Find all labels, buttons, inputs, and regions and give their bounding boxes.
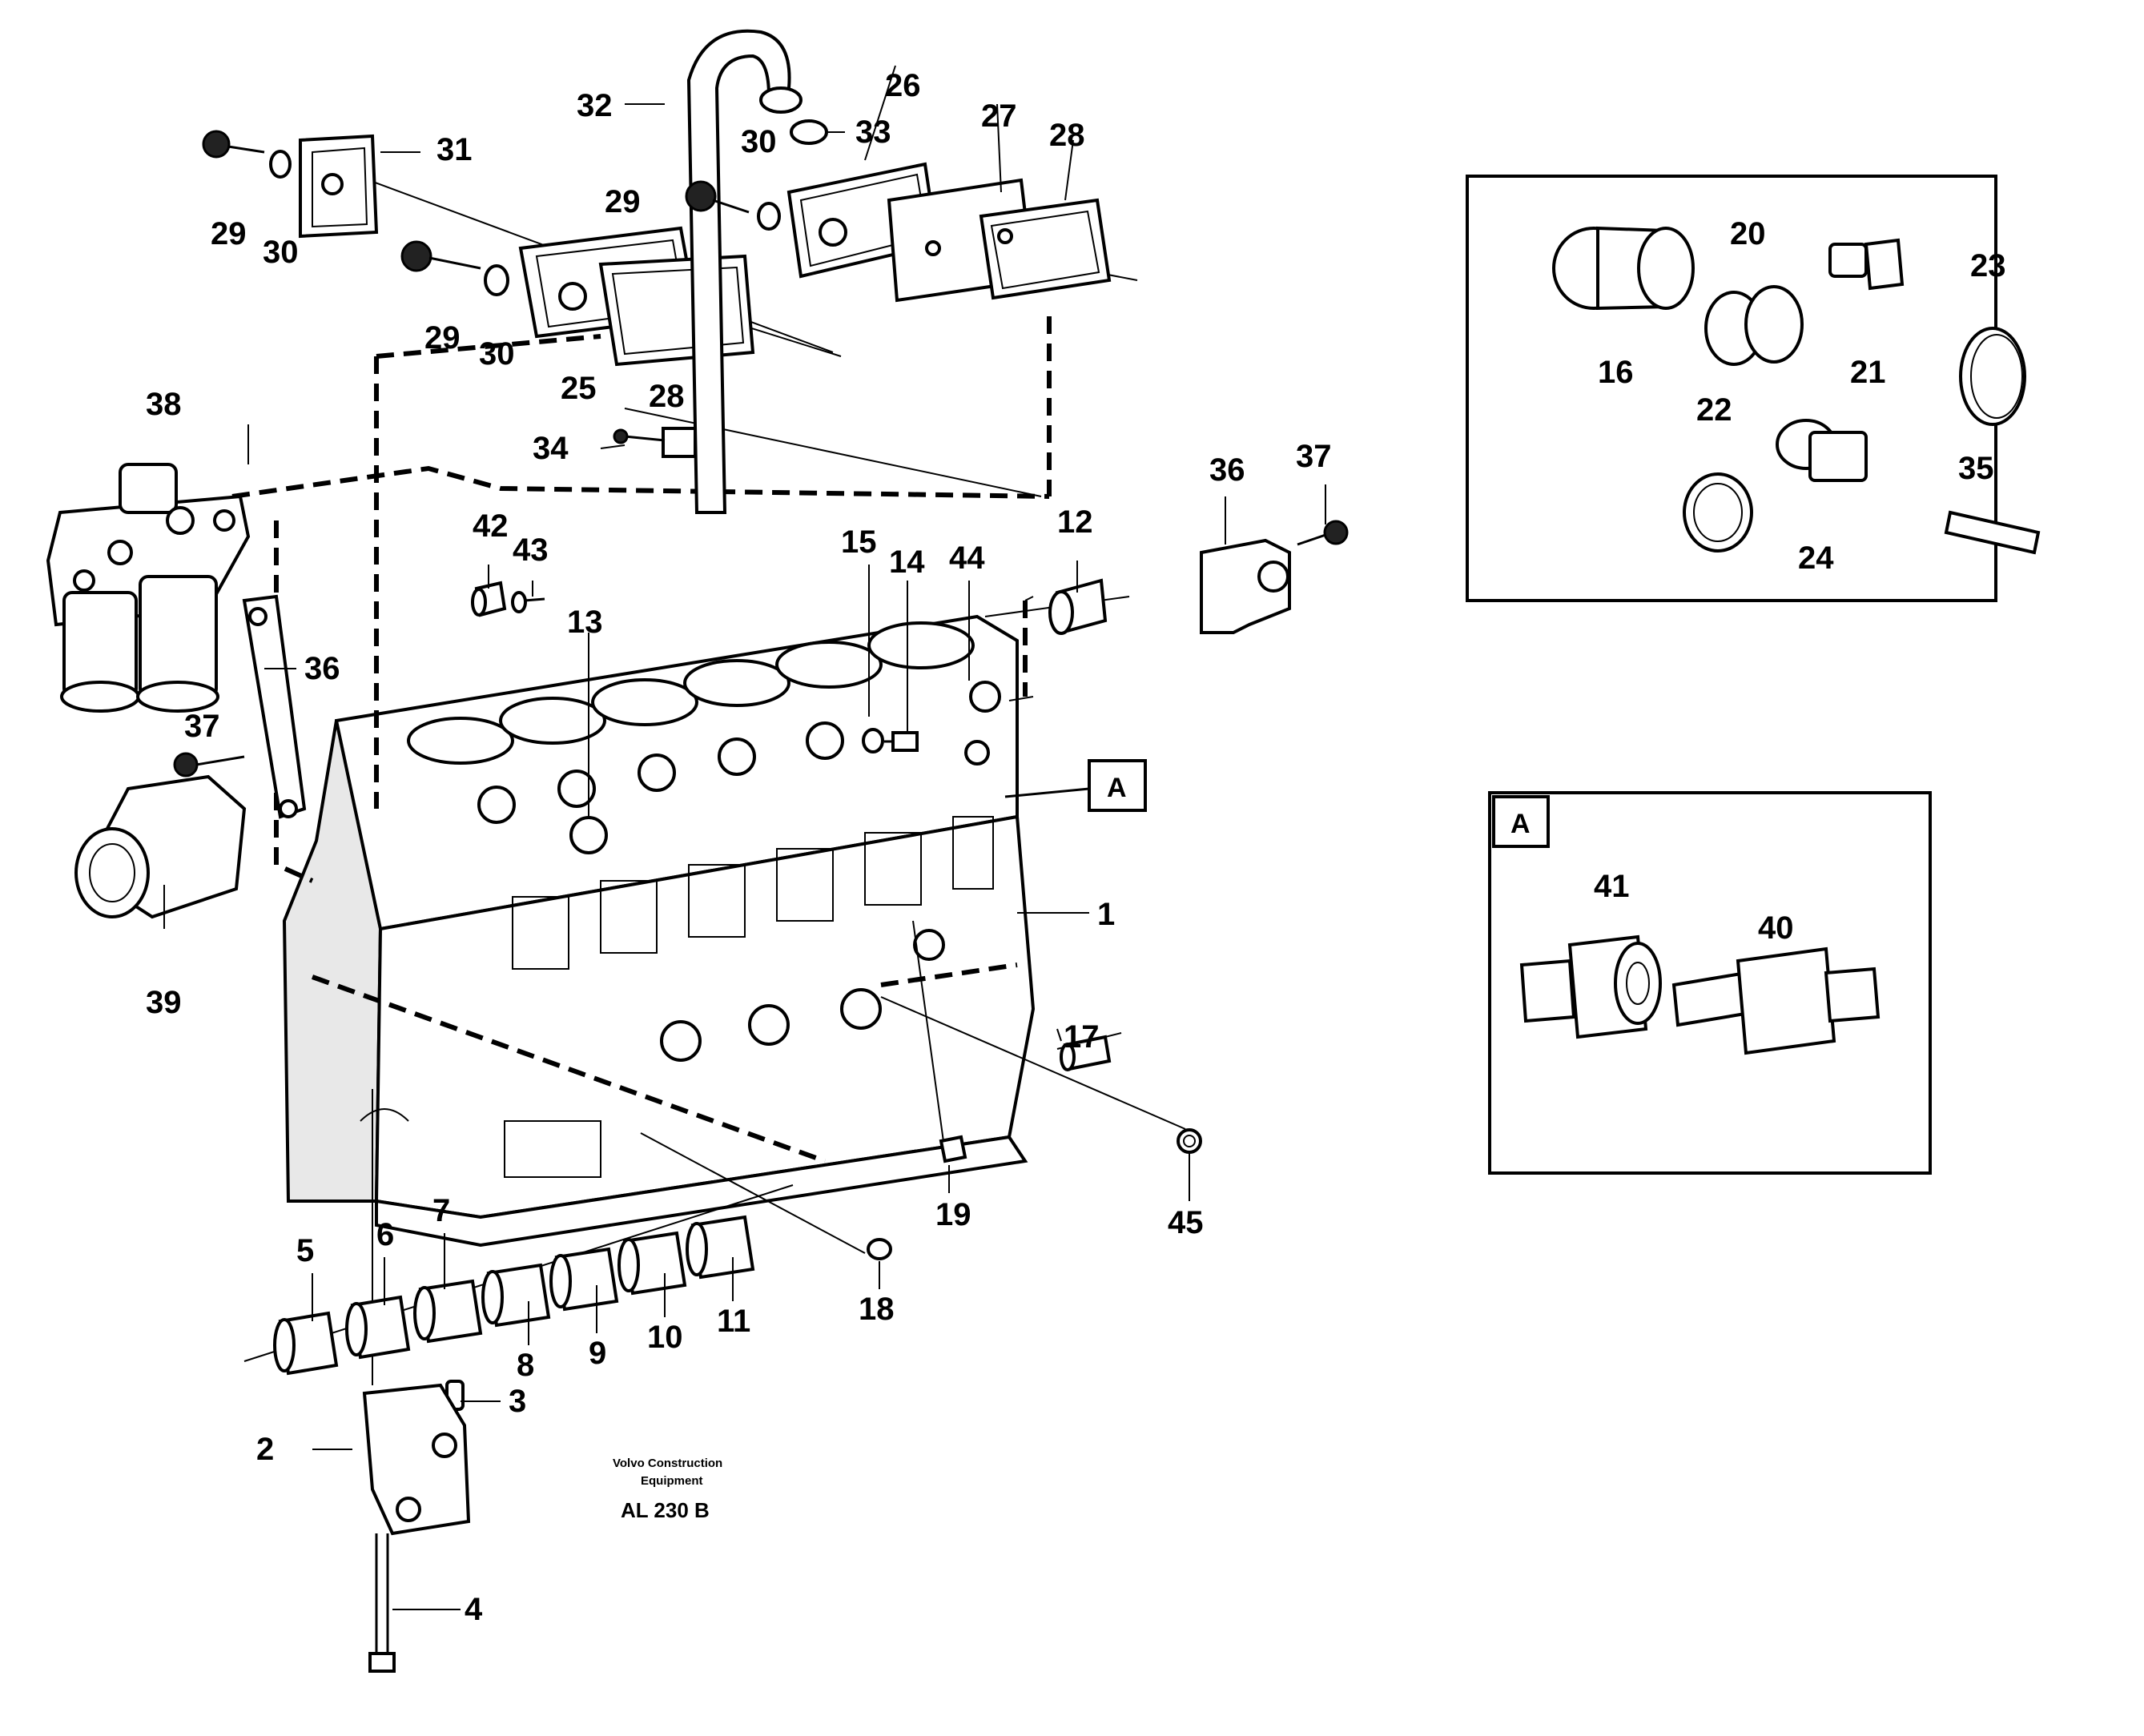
filter-bracket <box>242 594 307 819</box>
callout-30: 30 <box>263 235 299 270</box>
callout-32: 32 <box>577 88 613 123</box>
callout-43: 43 <box>513 532 549 568</box>
callout-33: 33 <box>855 115 891 150</box>
bearing-cap <box>362 1383 471 1536</box>
detail-box-label: A <box>1510 809 1531 839</box>
callout-3: 3 <box>509 1384 526 1419</box>
callout-37b: 37 <box>184 709 220 744</box>
callout-15: 15 <box>841 524 877 560</box>
callout-29: 29 <box>211 216 247 251</box>
callout-9: 9 <box>589 1336 606 1371</box>
callout-10: 10 <box>647 1320 683 1355</box>
callout-11: 11 <box>717 1304 750 1339</box>
callout-36b: 36 <box>304 651 340 686</box>
washer-33 <box>790 119 828 145</box>
callout-44: 44 <box>949 540 985 576</box>
dowel-17 <box>1060 1035 1112 1071</box>
callout-29c: 29 <box>605 184 641 219</box>
callout-19: 19 <box>935 1197 971 1232</box>
callout-42: 42 <box>473 508 509 544</box>
breather-pipe <box>686 29 791 514</box>
plug-44 <box>969 681 1001 713</box>
engine-bracket-right <box>1200 538 1291 634</box>
callout-leaders <box>163 65 1326 1610</box>
bolt-29-lower <box>400 240 509 296</box>
callout-12: 12 <box>1057 504 1093 540</box>
company-line2: Equipment <box>641 1474 703 1488</box>
callout-23: 23 <box>1970 248 2006 283</box>
callout-34: 34 <box>533 431 569 466</box>
plug-19 <box>939 1135 967 1163</box>
detail-a-box <box>1488 791 1932 1175</box>
callout-8: 8 <box>517 1348 534 1383</box>
callout-29b: 29 <box>424 320 461 356</box>
callout-4: 4 <box>465 1592 483 1627</box>
bracket-bolt-right <box>1297 520 1349 546</box>
callout-27: 27 <box>981 98 1017 134</box>
washer-43 <box>511 591 545 613</box>
detail-ref-marker-label: A <box>1107 773 1127 803</box>
screw-14 <box>884 731 919 752</box>
gasket-28-right <box>979 198 1112 300</box>
pipe-clamp <box>613 427 697 458</box>
callout-14: 14 <box>889 545 925 580</box>
callout-13: 13 <box>567 605 603 640</box>
cover-31 <box>299 134 379 239</box>
callout-36: 36 <box>1209 452 1245 488</box>
plug-42 <box>471 581 507 617</box>
bushing-12 <box>1048 578 1108 635</box>
bolt-29-middle <box>685 180 781 231</box>
callout-20: 20 <box>1730 216 1766 251</box>
callout-30c: 30 <box>741 124 777 159</box>
callout-26: 26 <box>885 68 921 103</box>
cylinder-block <box>282 614 1090 1248</box>
callout-22: 22 <box>1696 392 1732 428</box>
plug-45 <box>1177 1128 1202 1154</box>
callout-6: 6 <box>376 1217 394 1252</box>
callout-18: 18 <box>859 1292 895 1327</box>
callout-1: 1 <box>1097 897 1115 932</box>
callout-2: 2 <box>256 1432 274 1467</box>
washer-15 <box>862 728 884 753</box>
drawing-code: AL 230 B <box>621 1498 710 1522</box>
callout-30b: 30 <box>479 336 515 372</box>
loose-parts-box <box>1466 175 2041 602</box>
bracket-bolt-left <box>173 752 245 778</box>
callout-41: 41 <box>1594 869 1630 904</box>
callout-17: 17 <box>1064 1019 1100 1055</box>
callout-16: 16 <box>1598 355 1634 390</box>
callout-35: 35 <box>1958 451 1994 486</box>
callout-25: 25 <box>561 371 597 406</box>
oil-filter-assembly <box>46 463 251 713</box>
callout-21: 21 <box>1850 355 1886 390</box>
callout-40: 40 <box>1758 910 1794 946</box>
callout-39: 39 <box>146 985 182 1020</box>
main-bearings <box>273 1215 755 1376</box>
callout-7: 7 <box>432 1193 450 1228</box>
thermostat-housing <box>74 774 247 919</box>
callout-24: 24 <box>1798 540 1834 576</box>
callout-38: 38 <box>146 387 182 422</box>
callout-5: 5 <box>296 1233 314 1268</box>
drawing-footer: Volvo Construction Equipment AL 230 B <box>613 1457 722 1522</box>
cap-bolt <box>368 1533 396 1673</box>
callout-37: 37 <box>1296 439 1332 474</box>
plug-18 <box>867 1238 892 1260</box>
callout-31: 31 <box>436 132 473 167</box>
callout-45: 45 <box>1168 1205 1204 1240</box>
callout-28: 28 <box>1049 118 1085 153</box>
bolt-29-left <box>202 130 292 179</box>
callout-28b: 28 <box>649 379 685 414</box>
callout-labels: 1 2 3 4 5 6 7 8 9 10 11 12 13 14 15 16 1… <box>146 68 2006 1627</box>
company-line1: Volvo Construction <box>613 1457 722 1470</box>
detail-a-marker <box>1088 759 1147 812</box>
